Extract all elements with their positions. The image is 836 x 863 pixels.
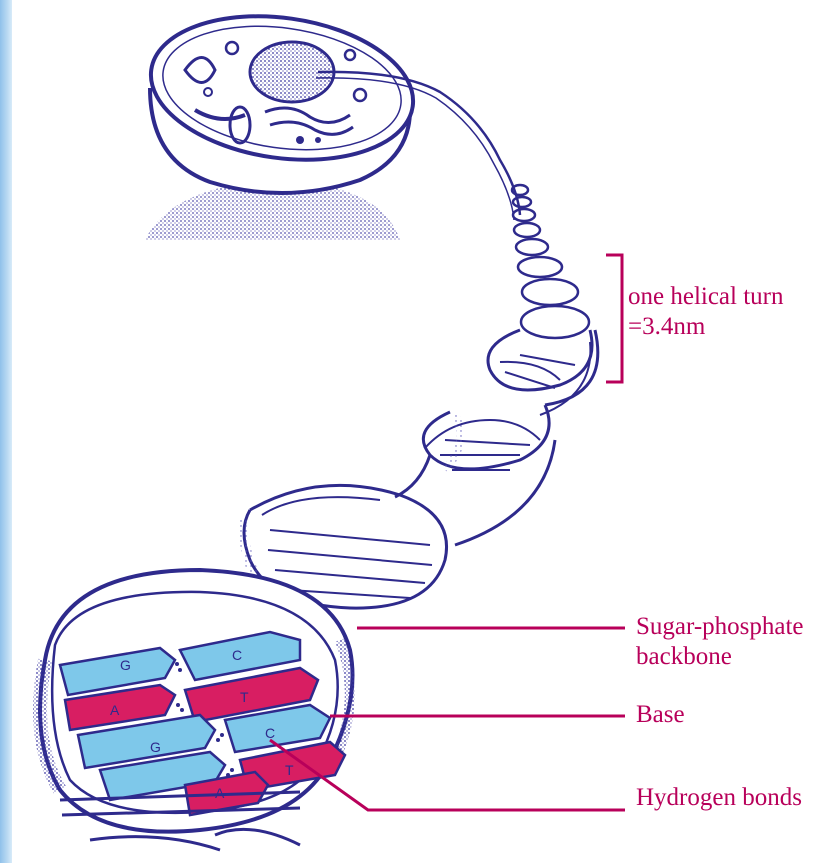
helical-turn-line1: one helical turn xyxy=(628,282,784,312)
base-letter-3: A xyxy=(110,702,120,718)
helical-turn-bracket xyxy=(606,255,622,382)
double-helix xyxy=(244,330,598,608)
backbone-line2: backbone xyxy=(636,642,804,672)
base-letter-7: T xyxy=(285,762,294,778)
base-letter-6: C xyxy=(265,725,275,741)
backbone-line1: Sugar-phosphate xyxy=(636,612,804,642)
base-letter-8: A xyxy=(215,785,225,801)
base-label: Base xyxy=(636,700,685,730)
base-letter-1: G xyxy=(120,657,131,673)
base-letter-4: T xyxy=(240,689,249,705)
base-letter-2: C xyxy=(232,647,242,663)
cell-illustration xyxy=(142,0,423,240)
helix-cross-section: G C A T G C T A xyxy=(40,570,353,832)
helical-turn-label: one helical turn =3.4nm xyxy=(628,282,784,342)
base-letter-5: G xyxy=(150,739,161,755)
coiled-strand xyxy=(512,185,589,338)
hydrogen-bonds-label: Hydrogen bonds xyxy=(636,783,802,813)
helical-turn-line2: =3.4nm xyxy=(628,312,784,342)
backbone-label: Sugar-phosphate backbone xyxy=(636,612,804,672)
